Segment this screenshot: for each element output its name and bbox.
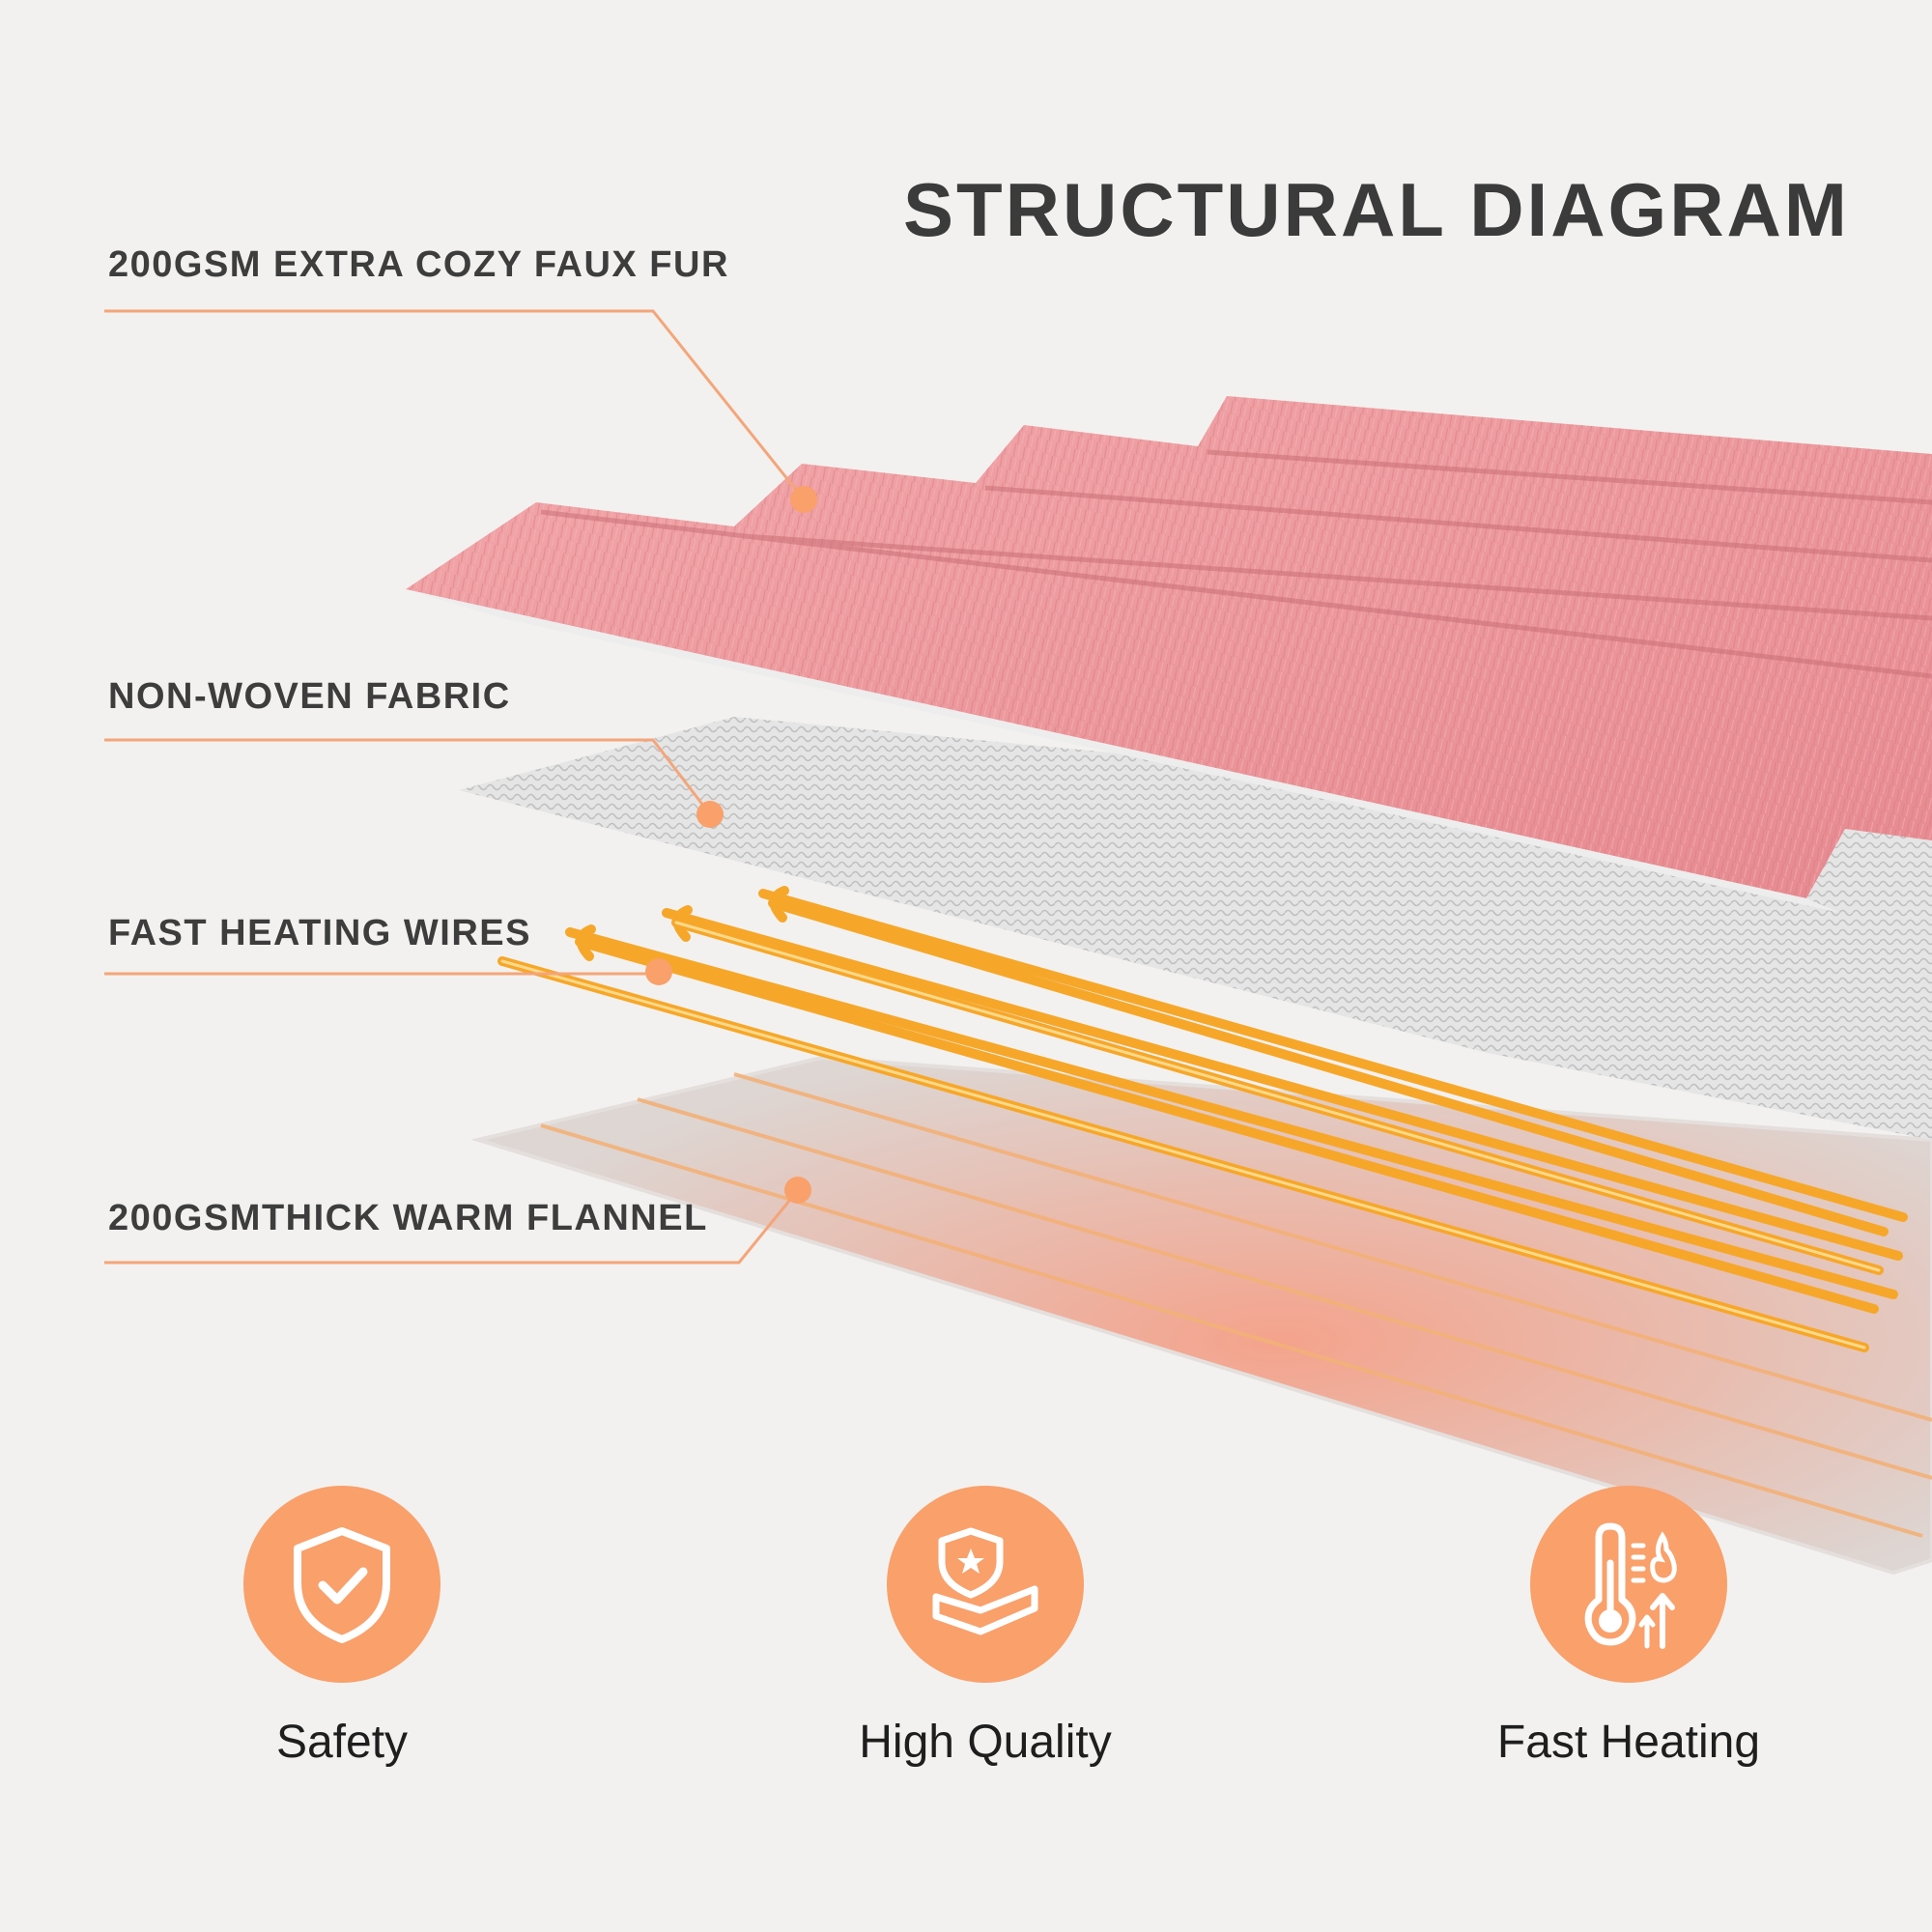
diagram-title: STRUCTURAL DIAGRAM <box>903 167 1850 252</box>
heating-icon-circle <box>1530 1486 1727 1683</box>
label-flannel: 200GSMTHICK WARM FLANNEL <box>108 1198 708 1238</box>
callout-line-nonwoven <box>104 738 712 815</box>
callout-line-flannel <box>104 1189 800 1264</box>
label-heating-wires: FAST HEATING WIRES <box>108 913 531 953</box>
quality-badge-icon <box>932 1527 1038 1635</box>
feature-label-fast-heating: Fast Heating <box>1496 1717 1761 1768</box>
feature-fast-heating: Fast Heating <box>1426 1486 1832 1769</box>
feature-high-quality: High Quality <box>782 1486 1188 1769</box>
callout-dot-fur <box>790 486 817 513</box>
callout-lines <box>104 309 806 1264</box>
callout-line-fur <box>104 309 806 500</box>
thermometer-heat-icon <box>1584 1522 1677 1649</box>
callout-dot-wires <box>645 958 672 985</box>
quality-icon-circle <box>887 1486 1084 1683</box>
faux-fur-layer <box>406 396 1932 913</box>
flannel-layer <box>470 1055 1932 1576</box>
heating-wires-layer <box>497 886 1908 1352</box>
feature-label-high-quality: High Quality <box>859 1717 1112 1768</box>
callout-dot-flannel <box>784 1177 811 1204</box>
feature-label-safety: Safety <box>275 1717 409 1768</box>
shield-check-icon <box>294 1527 390 1643</box>
safety-icon-circle <box>243 1486 440 1683</box>
label-non-woven: NON-WOVEN FABRIC <box>108 676 511 717</box>
feature-safety: Safety <box>139 1486 545 1769</box>
callout-dots <box>645 486 817 1204</box>
callout-dot-nonwoven <box>696 801 724 828</box>
label-faux-fur: 200GSM EXTRA COZY FAUX FUR <box>108 244 729 285</box>
